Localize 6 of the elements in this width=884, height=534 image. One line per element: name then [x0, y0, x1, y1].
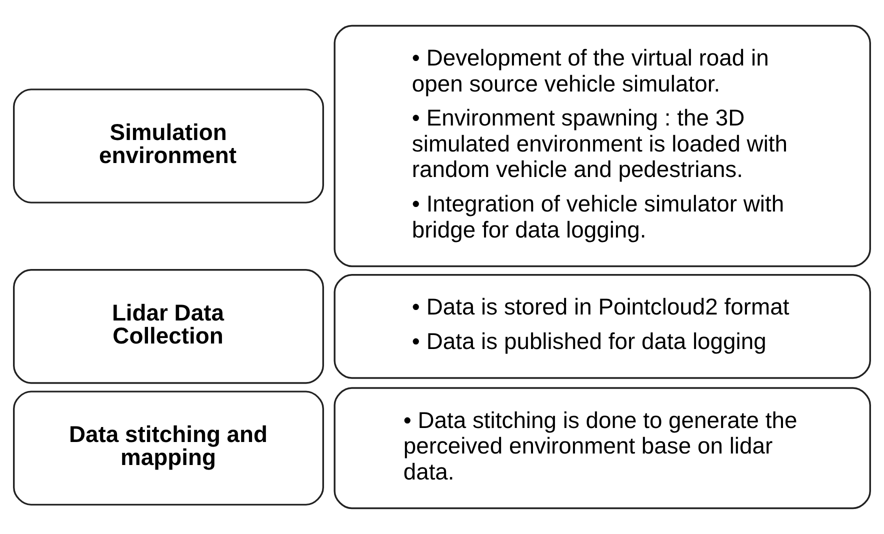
node-box: Simulation environment [13, 88, 324, 204]
node-box: Lidar Data Collection [13, 269, 324, 384]
node-box: • Development of the virtual road in open source vehicle simulator. • Environment spawning : the 3D simulated environment is loaded with random vehicle and pedestrians. • Integration of vehicle simulator with bridge for data logging. [334, 24, 871, 268]
node-box: • Data is stored in Pointcloud2 format • Data is published for data logging [334, 274, 871, 379]
node-box: • Data stitching is done to generate the perceived environment base on lidar data. [334, 387, 871, 510]
node-box: Data stitching and mapping [13, 390, 324, 506]
